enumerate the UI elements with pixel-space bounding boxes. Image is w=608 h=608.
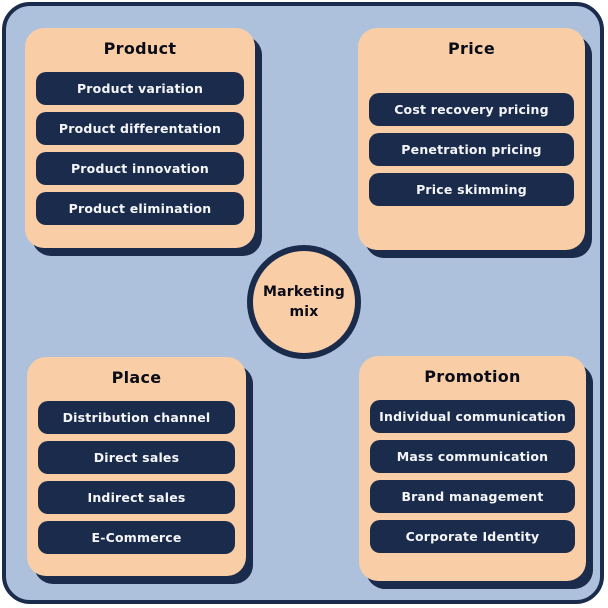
item-pill: Corporate Identity <box>370 520 575 553</box>
item-pill: Brand management <box>370 480 575 513</box>
center-node-label: Marketing mix <box>263 283 345 320</box>
item-pill: E-Commerce <box>38 521 235 554</box>
quadrant-product-title: Product <box>103 39 177 58</box>
item-pill: Price skimming <box>369 172 574 206</box>
quadrant-promotion-title: Promotion <box>424 367 521 386</box>
item-pill: Mass communication <box>370 440 575 473</box>
item-pill: Indirect sales <box>38 481 235 514</box>
item-pill: Product variation <box>36 72 244 105</box>
quadrant-place-title: Place <box>111 368 162 387</box>
item-pill: Individual communication <box>370 400 575 433</box>
item-pill: Distribution channel <box>38 401 235 434</box>
item-pill: Product elimination <box>36 192 244 225</box>
item-pill: Product innovation <box>36 152 244 185</box>
item-pill: Penetration pricing <box>369 132 574 166</box>
center-node: Marketing mix <box>247 245 361 359</box>
item-pill: Direct sales <box>38 441 235 474</box>
item-pill: Cost recovery pricing <box>369 92 574 126</box>
quadrant-price-title: Price <box>448 39 495 58</box>
item-pill: Product differentation <box>36 112 244 145</box>
